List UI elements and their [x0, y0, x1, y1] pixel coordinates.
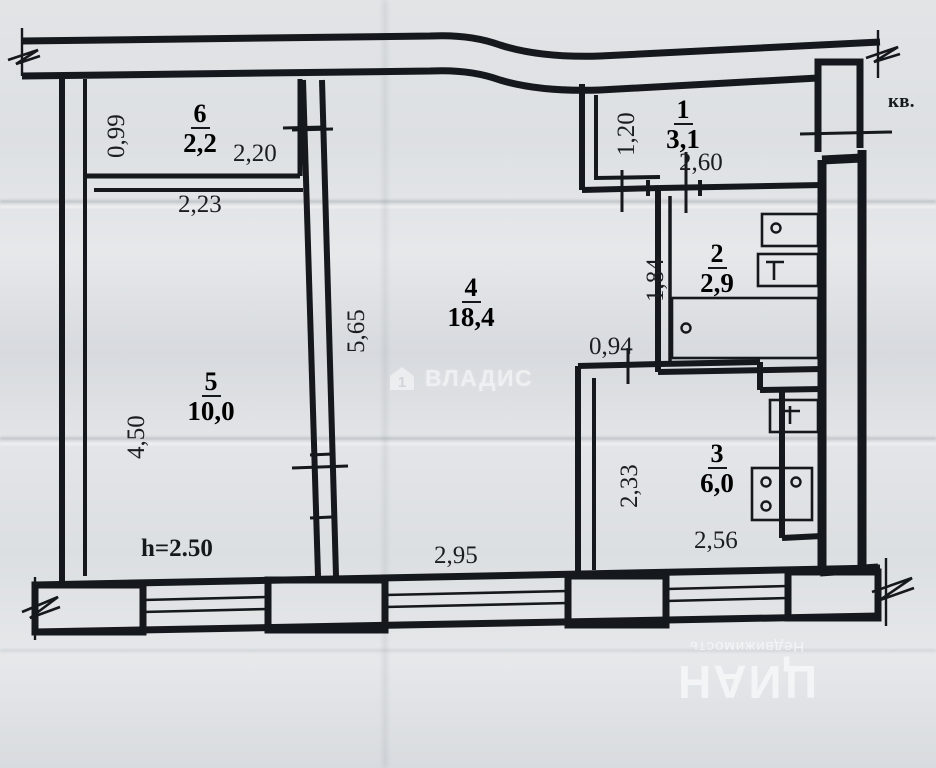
paper-crease — [0, 206, 936, 208]
room1-bottom-wall-right — [659, 182, 823, 191]
dimension-0-94: 0,94 — [589, 333, 633, 360]
paper-crease — [0, 437, 936, 440]
wall-pier — [264, 576, 389, 634]
dimension-2-20: 2,20 — [233, 140, 277, 167]
dimension-5-65: 5,65 — [343, 309, 370, 353]
kitchen-niche-wall-2 — [759, 386, 823, 393]
building-inner-top-wall — [21, 67, 819, 94]
dimension-1-84: 1,84 — [642, 258, 669, 302]
dimension-2-60: 2,60 — [679, 149, 723, 176]
neighbor-apartment-label: кв. — [888, 91, 915, 112]
dimension-1-20: 1,20 — [613, 112, 640, 156]
wall-pier — [31, 581, 147, 636]
bottom-inner-wall — [34, 612, 879, 636]
break-zigzag-icon — [7, 48, 41, 66]
toilet-fixture — [760, 212, 820, 248]
dimension-2-56: 2,56 — [694, 527, 738, 554]
dimension-2-95: 2,95 — [434, 542, 478, 569]
room-area-1: 3,1 — [666, 124, 700, 155]
stove-burner-icon — [790, 476, 802, 488]
room-label-4: 4 18,4 — [416, 274, 526, 332]
room1-inner-outline — [594, 95, 661, 181]
stove-burner-icon — [760, 500, 772, 512]
room-label-3: 3 6,0 — [678, 440, 756, 498]
wall-pier — [784, 568, 882, 622]
room-area-6: 2,2 — [183, 128, 217, 159]
room5-room4-partition-left — [300, 79, 321, 577]
bathtub-fixture — [670, 296, 820, 360]
paper-crease — [383, 0, 387, 768]
stove-burner-icon — [760, 476, 772, 488]
party-wall-cap-top — [821, 153, 863, 165]
dimension-tick — [282, 125, 326, 130]
room-number-3: 3 — [707, 440, 727, 470]
room-area-5: 10,0 — [187, 396, 235, 427]
washbasin-tap-icon — [766, 260, 784, 280]
kitchen-bottom-right-wall — [781, 533, 823, 541]
dimension-2-33: 2,33 — [616, 464, 643, 508]
paper-crease — [0, 649, 936, 652]
room-number-6: 6 — [190, 100, 210, 130]
paper-crease — [0, 200, 936, 203]
bottom-outer-wall — [34, 564, 881, 589]
room-label-1: 1 3,1 — [645, 96, 721, 154]
room-number-1: 1 — [673, 96, 693, 126]
bathtub-drain-icon — [680, 322, 692, 334]
room-number-2: 2 — [707, 240, 727, 270]
window-glazing — [384, 589, 569, 609]
room-number-4: 4 — [461, 274, 481, 304]
room2-bottom-wall — [657, 366, 823, 375]
door-opening-marker — [291, 127, 334, 132]
break-zigzag-icon — [865, 45, 901, 64]
party-wall-cap-bottom — [819, 563, 879, 577]
toilet-bowl-icon — [770, 222, 782, 234]
room5-room4-partition-right — [319, 79, 339, 577]
kitchen-sink-fixture — [768, 398, 820, 434]
kitchen-sink-tap-icon — [782, 406, 800, 424]
room-label-6: 6 2,2 — [158, 100, 242, 158]
window-glazing — [665, 584, 789, 603]
kitchen-top-wall-right — [659, 359, 761, 367]
kitchen-top-wall-left — [577, 361, 661, 369]
building-outer-top-wall — [21, 32, 881, 60]
break-zigzag-icon — [871, 576, 915, 602]
door-jamb — [309, 452, 333, 520]
break-zigzag-icon — [21, 595, 61, 620]
room-number-5: 5 — [201, 368, 221, 398]
paper-crease — [0, 443, 936, 445]
dimension-2-23: 2,23 — [178, 191, 222, 218]
entry-niche-wall — [814, 58, 864, 78]
room-area-3: 6,0 — [700, 468, 734, 499]
door-opening-marker — [291, 464, 349, 470]
washbasin-fixture — [756, 252, 820, 288]
ceiling-height-label: h=2.50 — [141, 535, 213, 562]
kitchen-stove-fixture — [750, 466, 814, 522]
room-label-2: 2 2,9 — [678, 240, 756, 298]
entrance-door-marker — [799, 130, 893, 136]
dimension-0-99: 0,99 — [103, 114, 130, 158]
room-area-4: 18,4 — [447, 302, 495, 333]
dimension-4-50: 4,50 — [123, 415, 150, 459]
window-glazing — [142, 595, 269, 614]
room-label-5: 5 10,0 — [163, 368, 259, 426]
room-area-2: 2,9 — [700, 268, 734, 299]
